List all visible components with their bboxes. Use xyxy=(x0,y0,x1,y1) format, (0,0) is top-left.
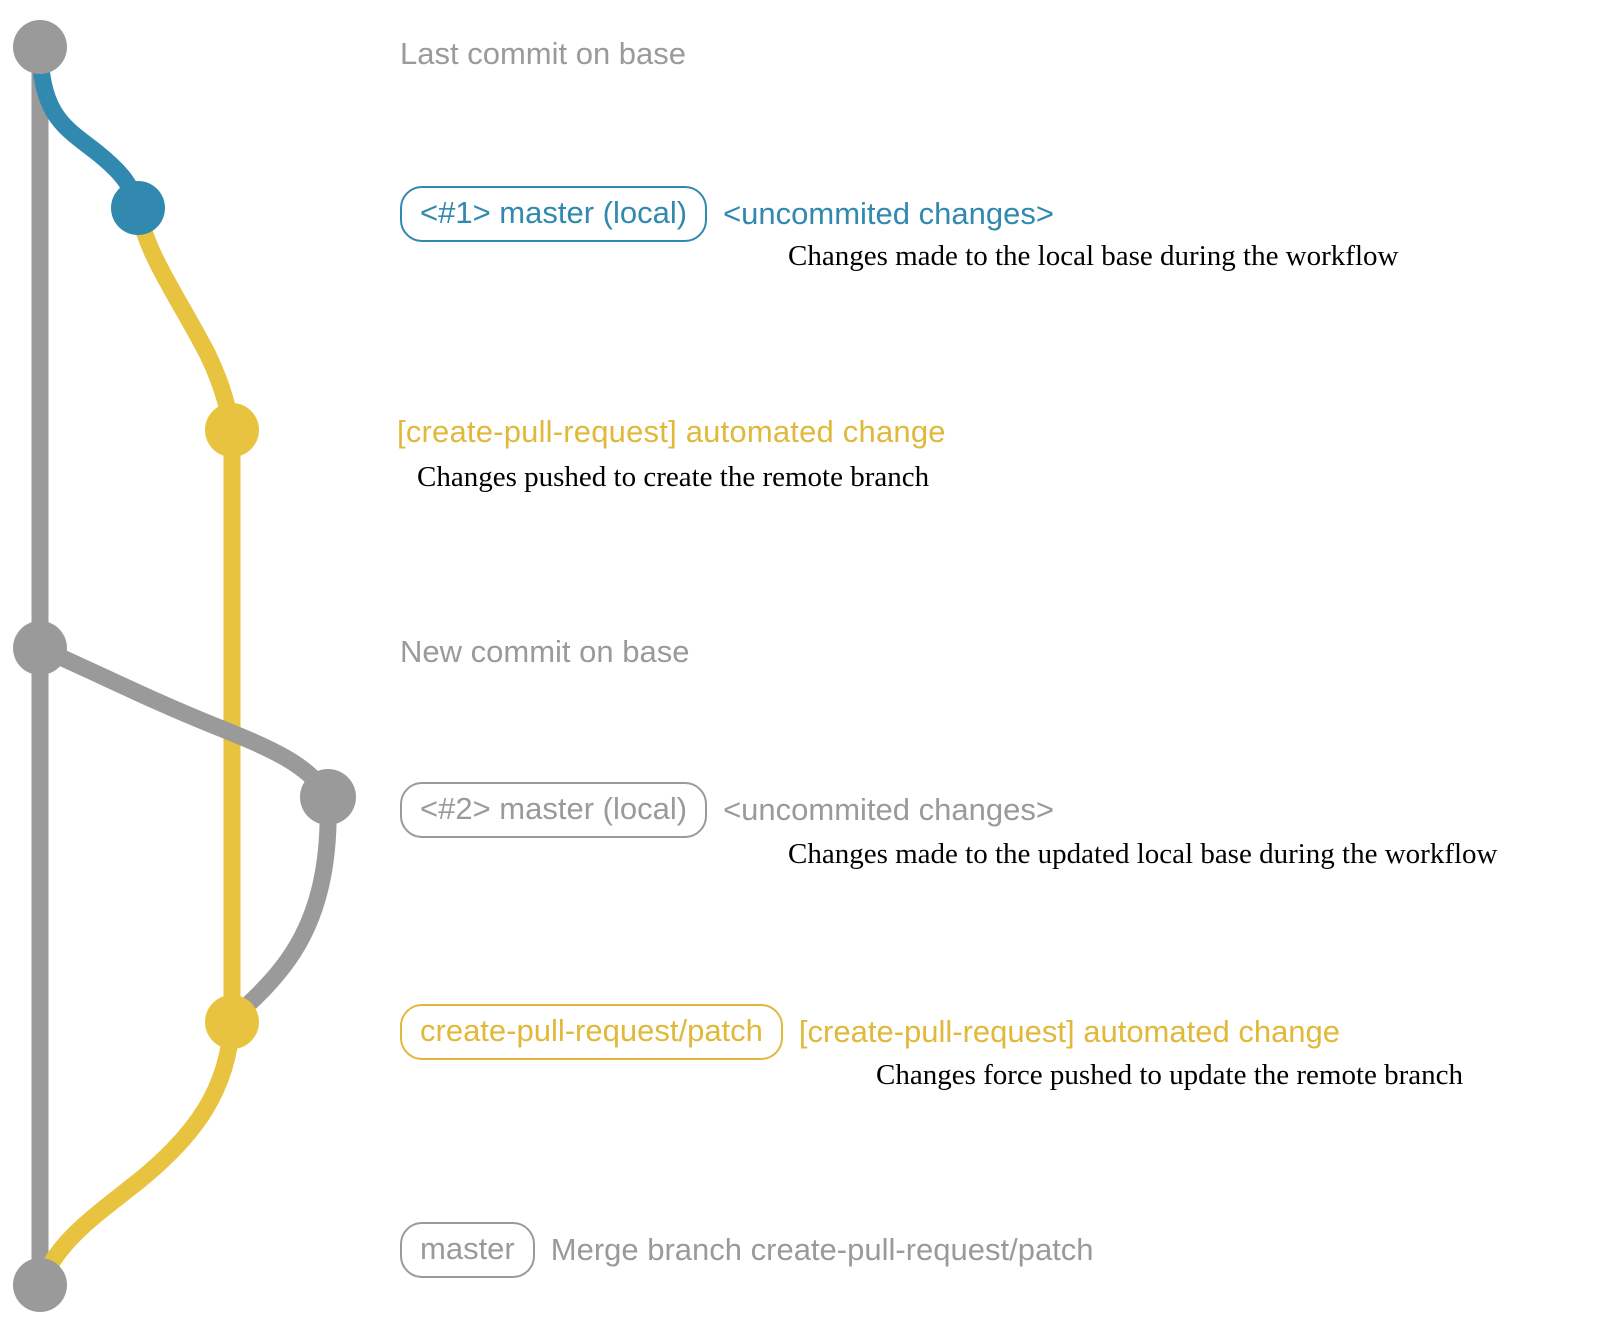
patch-commit-2-node[interactable] xyxy=(205,995,259,1049)
commit-subject-uncommited-changes-1: <uncommited changes> xyxy=(723,196,1054,231)
last-commit-on-base-node[interactable] xyxy=(13,20,67,74)
commit-subject-uncommited-changes-2: <uncommited changes> xyxy=(723,792,1054,827)
new-commit-on-base-label: New commit on base xyxy=(400,634,690,669)
commit-description-2: Changes pushed to create the remote bran… xyxy=(417,461,930,493)
commit-subject-automated-change-2: [create-pull-request] automated change xyxy=(798,1014,1341,1049)
merge-commit-node[interactable] xyxy=(13,1258,67,1312)
branch-pill-master[interactable]: master xyxy=(400,1222,535,1278)
commit-subject-merge-branch: Merge branch create-pull-request/patch xyxy=(550,1232,1094,1267)
branch-pill-master-local-2[interactable]: <#2> master (local) xyxy=(400,782,708,838)
row-master-local-2: <#2> master (local) <uncommited changes> xyxy=(400,782,1054,838)
commit-description-4: Changes force pushed to update the remot… xyxy=(876,1059,1464,1091)
row-create-pull-request-patch: create-pull-request/patch [create-pull-r… xyxy=(400,1004,1340,1060)
local-branch-2-line xyxy=(31,639,337,806)
master-local-2-node[interactable] xyxy=(300,769,356,825)
row-merge-branch: master Merge branch create-pull-request/… xyxy=(400,1222,1094,1278)
local-branch-2-down-line xyxy=(223,788,337,1031)
master-local-1-node[interactable] xyxy=(111,181,165,235)
commit-description-3: Changes made to the updated local base d… xyxy=(788,838,1498,870)
patch-commit-1-node[interactable] xyxy=(205,403,259,457)
row-master-local-1: <#1> master (local) <uncommited changes> xyxy=(400,186,1054,242)
local-branch-1-line xyxy=(31,38,147,217)
last-commit-on-base-label: Last commit on base xyxy=(400,36,687,71)
new-commit-on-base-node[interactable] xyxy=(13,621,67,675)
branch-pill-create-pull-request-patch[interactable]: create-pull-request/patch xyxy=(400,1004,783,1060)
branch-pill-master-local-1[interactable]: <#1> master (local) xyxy=(400,186,708,242)
commit-description-1: Changes made to the local base during th… xyxy=(788,240,1399,272)
patch-merge-line xyxy=(31,1013,241,1294)
commit-subject-automated-change-1: [create-pull-request] automated change xyxy=(397,414,946,449)
patch-branch-line-upper xyxy=(129,199,241,1031)
